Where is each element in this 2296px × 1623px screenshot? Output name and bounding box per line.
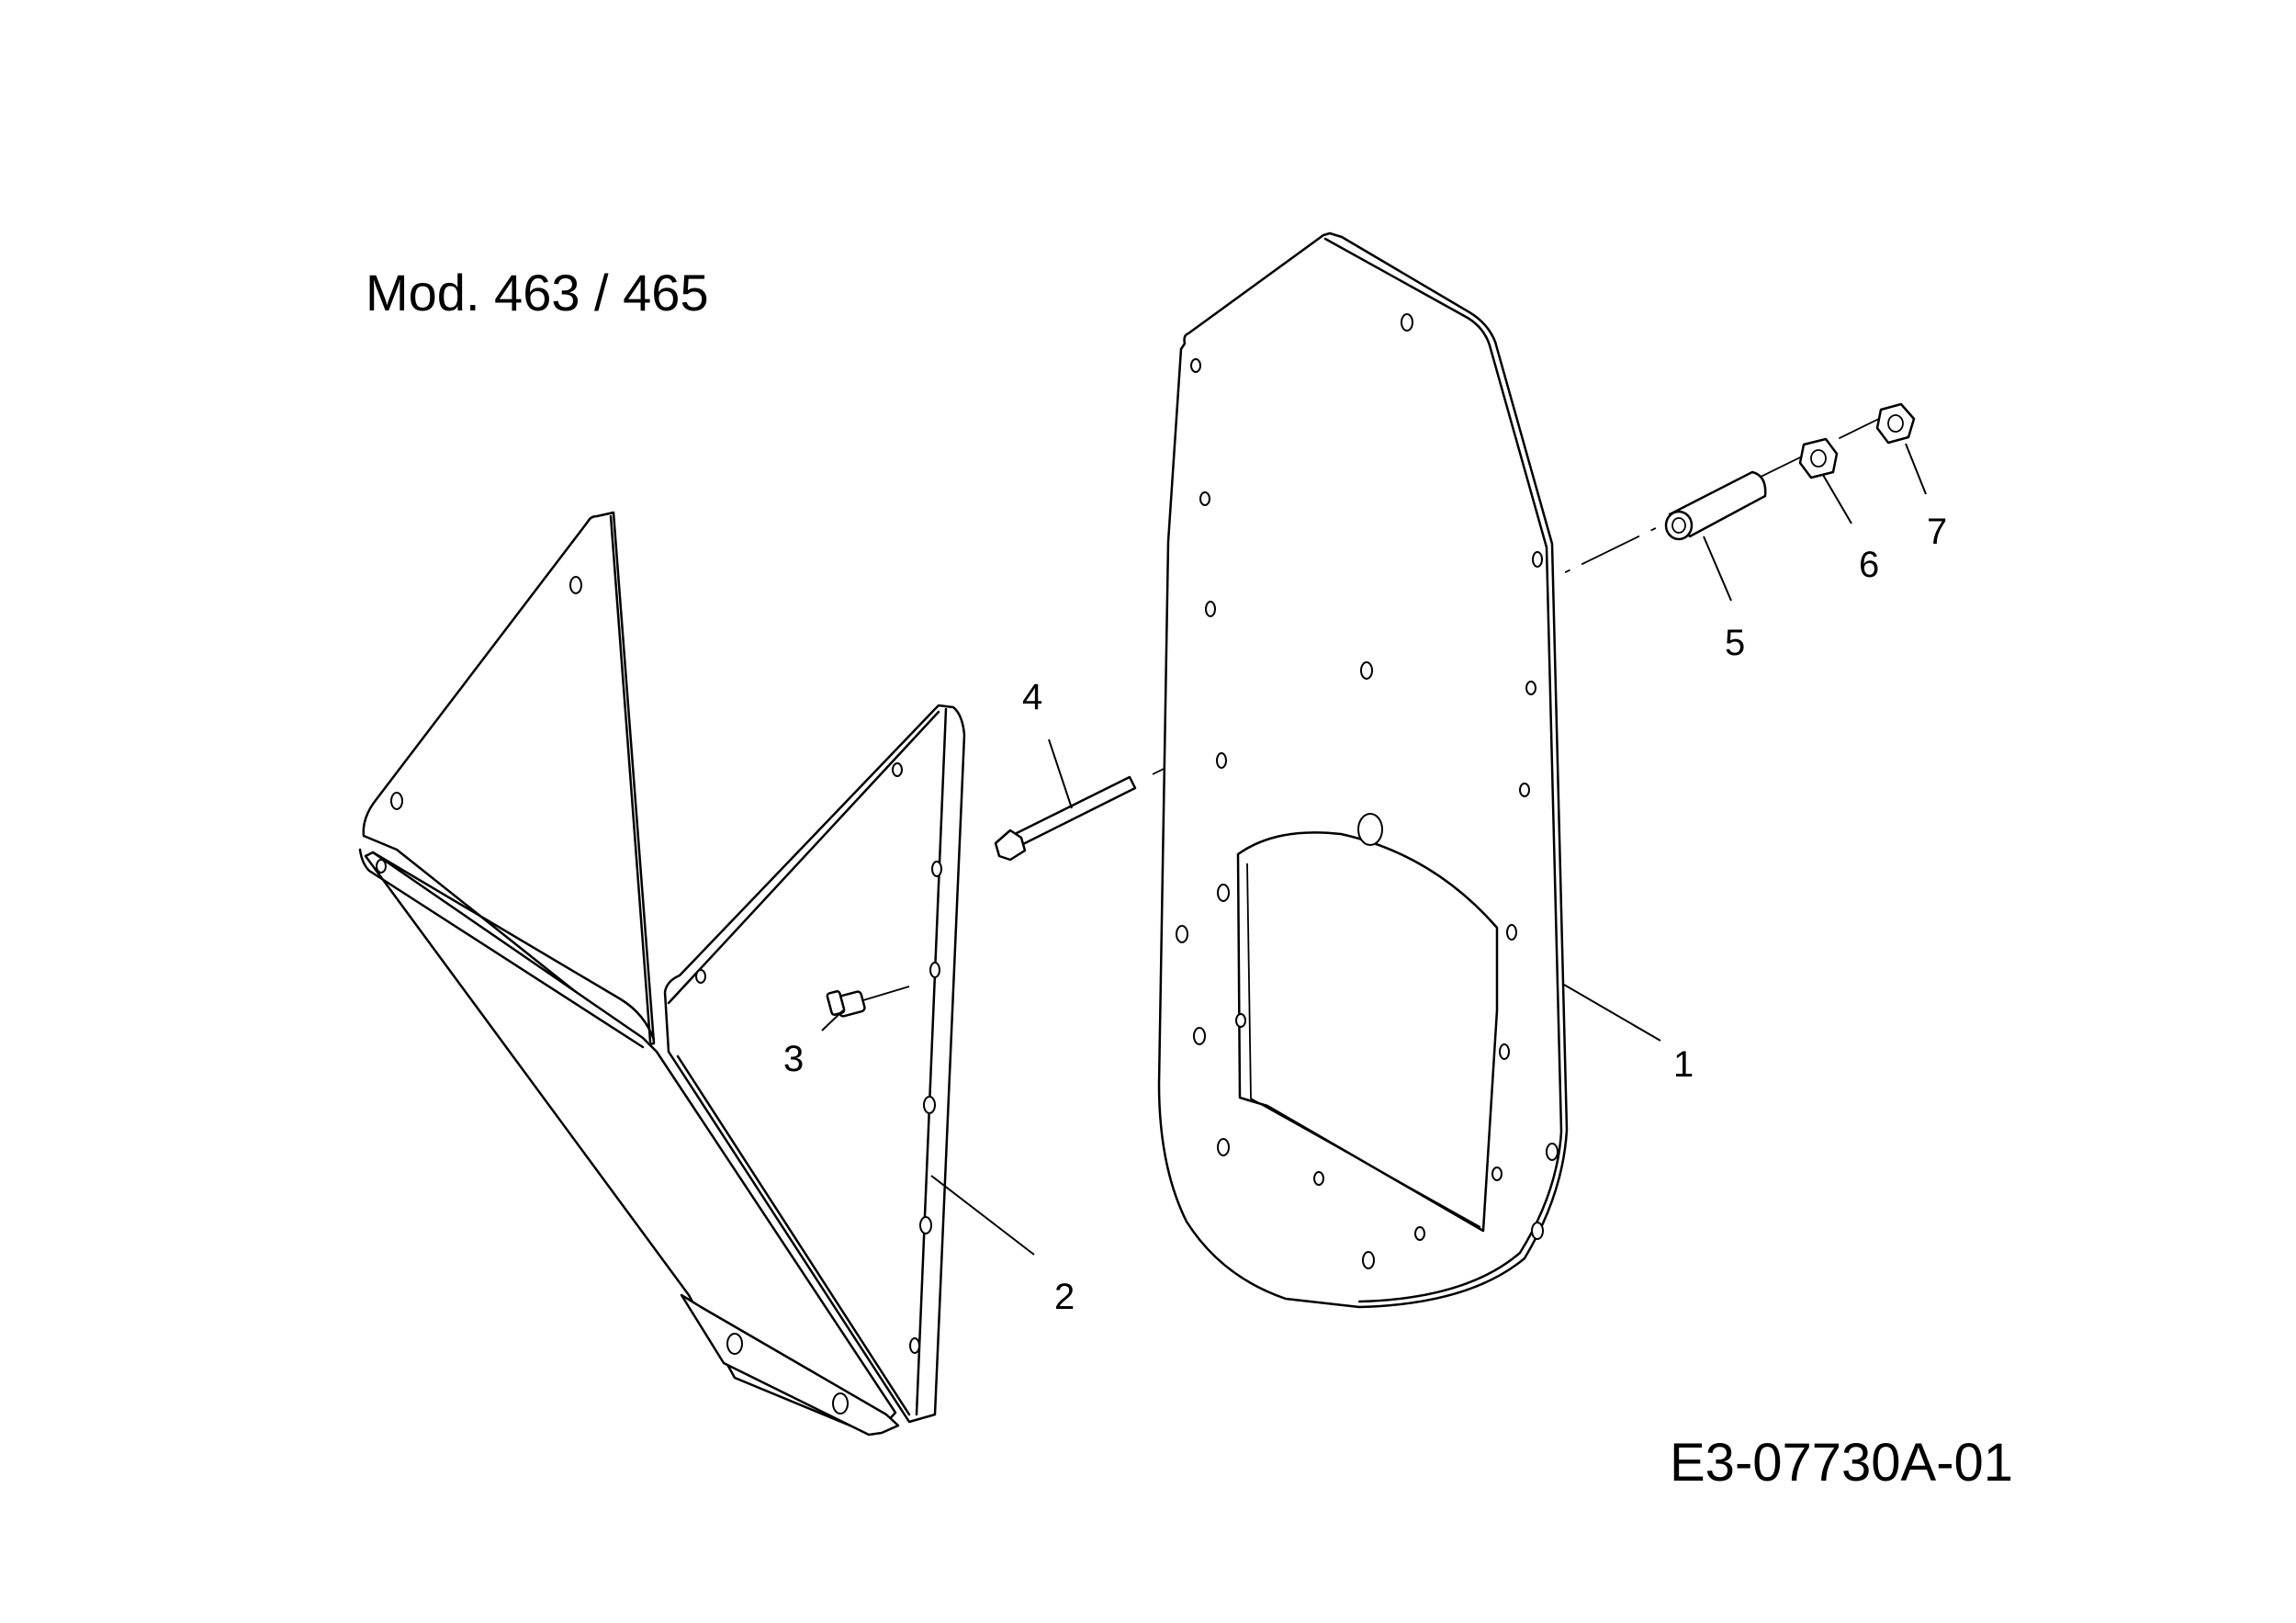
nut <box>1798 437 1839 479</box>
long-bolt <box>994 775 1137 862</box>
chute-holes <box>376 576 942 1414</box>
side-plate <box>1157 231 1569 1309</box>
chute-deflector <box>358 511 966 1437</box>
flange-nut <box>1875 402 1916 445</box>
callout-2: 2 <box>1054 1277 1075 1317</box>
spacer-tube <box>1664 470 1767 541</box>
callout-3: 3 <box>783 1039 804 1079</box>
callout-5: 5 <box>1725 623 1745 663</box>
callout-1: 1 <box>1673 1044 1694 1085</box>
callout-6: 6 <box>1859 545 1879 585</box>
drawing-code: E3-07730A-01 <box>1670 1433 2013 1493</box>
callout-4: 4 <box>1022 677 1042 717</box>
model-title: Mod. 463 / 465 <box>366 264 709 321</box>
plate-holes <box>1176 313 1559 1269</box>
callout-7: 7 <box>1927 512 1947 552</box>
leader-lines <box>821 443 1927 1256</box>
